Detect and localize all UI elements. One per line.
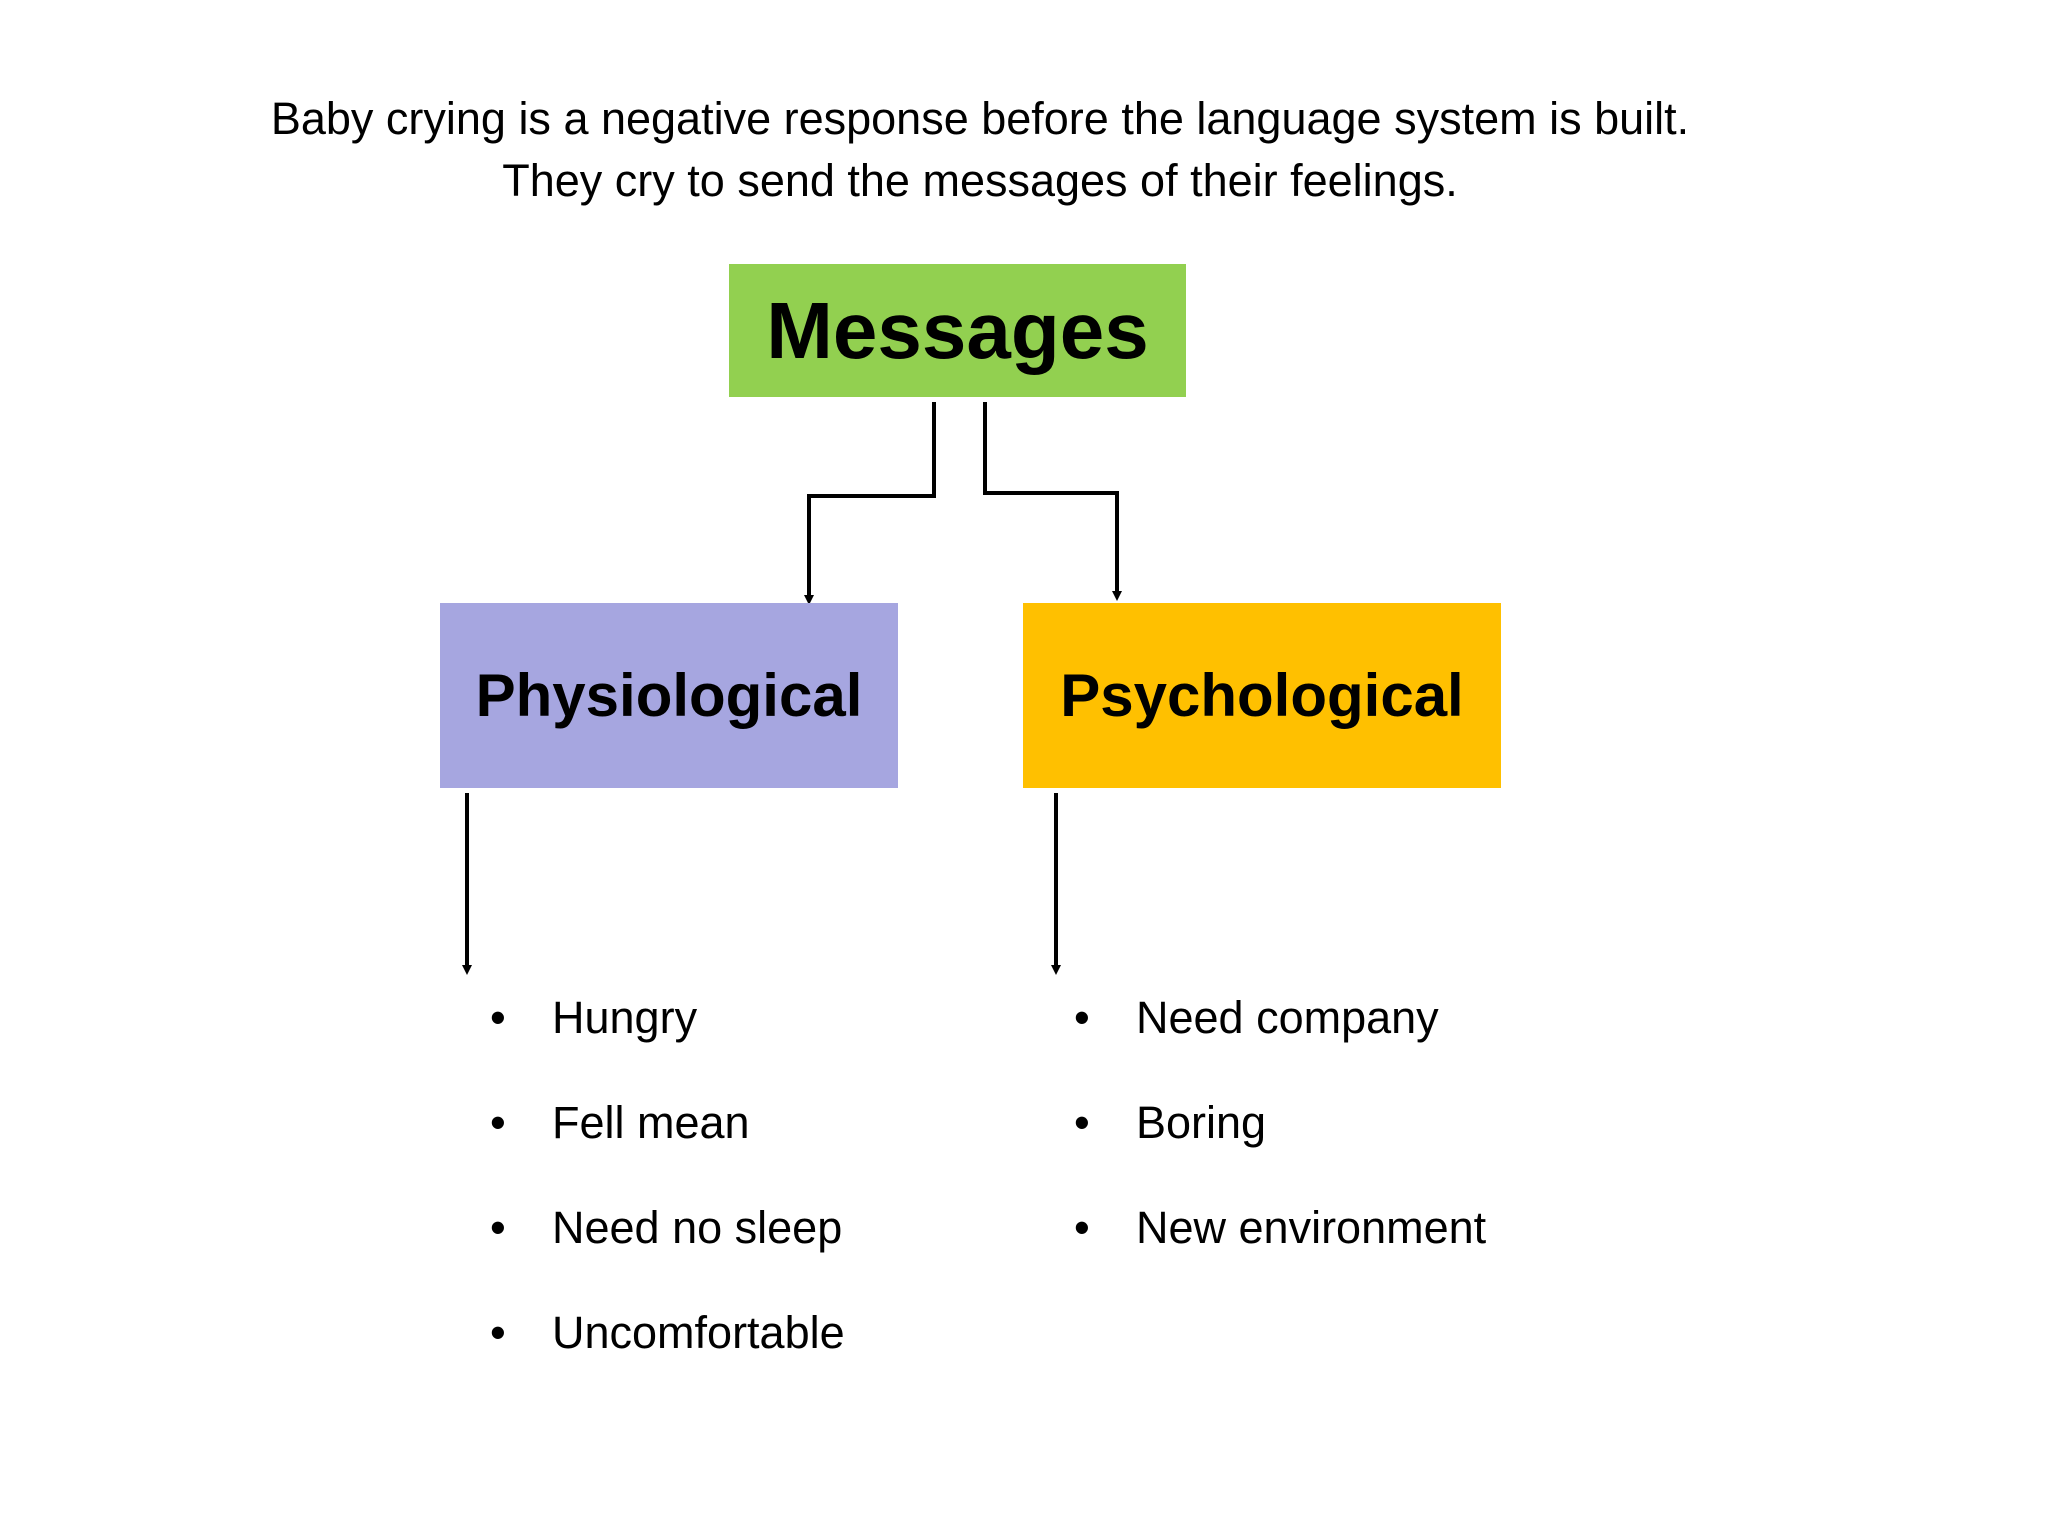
messages-box: Messages (729, 264, 1186, 397)
intro-line-2: They cry to send the messages of their f… (502, 155, 1458, 206)
connector-root-to-psychological (983, 402, 1122, 601)
psychological-label: Psychological (1060, 662, 1464, 729)
connector-root-to-physiological (804, 402, 936, 605)
psychological-box: Psychological (1023, 603, 1501, 788)
list-item: Hungry (490, 988, 845, 1093)
list-item: Need company (1074, 988, 1486, 1093)
intro-line-1: Baby crying is a negative response befor… (270, 93, 1690, 144)
list-item: Need no sleep (490, 1198, 845, 1303)
intro-text: Baby crying is a negative response befor… (0, 88, 1960, 212)
messages-label: Messages (766, 285, 1149, 375)
list-item: Boring (1074, 1093, 1486, 1198)
list-item: Uncomfortable (490, 1303, 845, 1408)
physiological-label: Physiological (475, 662, 863, 729)
physiological-box: Physiological (440, 603, 898, 788)
physiological-list: Hungry Fell mean Need no sleep Uncomfort… (490, 988, 845, 1408)
psychological-list: Need company Boring New environment (1074, 988, 1486, 1303)
list-item: New environment (1074, 1198, 1486, 1303)
list-item: Fell mean (490, 1093, 845, 1198)
